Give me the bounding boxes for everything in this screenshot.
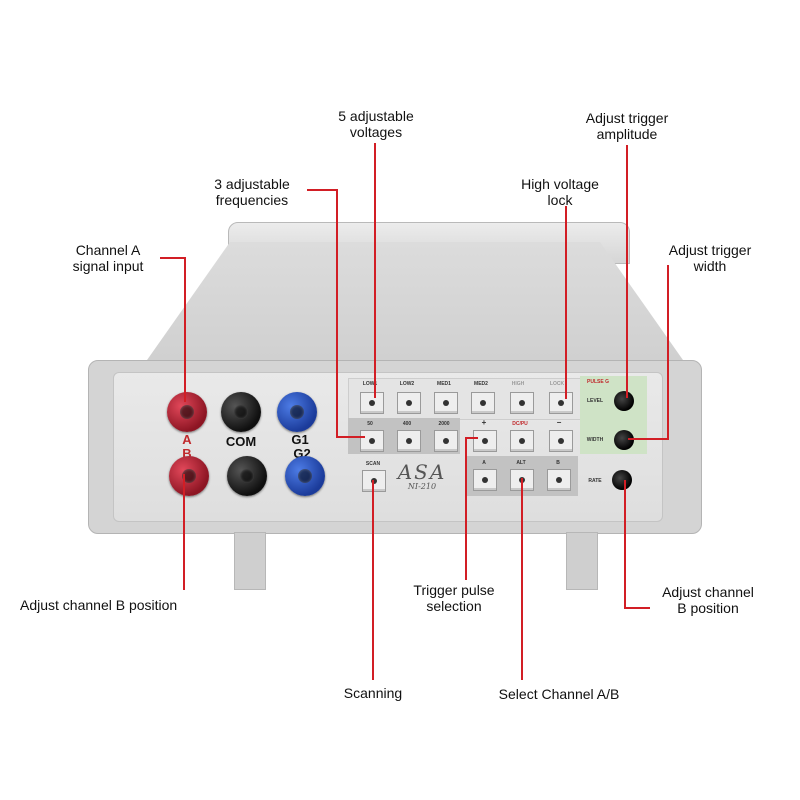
callout-scanning: Scanning — [323, 685, 423, 701]
pulse-knob-panel — [580, 376, 647, 454]
voltage-button-low2[interactable] — [397, 392, 421, 414]
callout-scanning-text: Scanning — [343, 685, 403, 701]
knob-label-width: WIDTH — [586, 437, 604, 443]
voltage-label-med2: MED2 — [474, 381, 488, 387]
terminal-a-label: A — [182, 432, 192, 447]
pulse-button-dcpu[interactable] — [510, 430, 534, 452]
device-leg-left — [234, 532, 266, 590]
rate-knob[interactable] — [612, 470, 632, 490]
channel-button-b[interactable] — [547, 469, 571, 491]
pulse-button-minus[interactable] — [549, 430, 573, 452]
callout-channel-b-left: Adjust channel B position — [20, 597, 230, 613]
callout-select-ab: Select Channel A/B — [476, 686, 642, 702]
pulse-label-minus: − — [556, 418, 562, 427]
line-channel-b-right — [624, 480, 650, 609]
brand-logo: ASA NI-210 — [392, 462, 452, 491]
voltage-label-low1: LOW1 — [362, 381, 378, 387]
brand-name: ASA — [397, 460, 447, 484]
pulse-label-dcpu: DC/PU — [512, 421, 528, 427]
frequency-label-400: 400 — [402, 421, 412, 427]
frequency-label-50: 50 — [367, 421, 373, 427]
voltage-label-low2: LOW2 — [399, 381, 415, 387]
channel-label-a: A — [482, 460, 486, 466]
terminal-b-label: B — [182, 446, 192, 461]
frequency-label-2000: 2000 — [438, 421, 450, 427]
line-frequencies — [307, 189, 365, 438]
voltage-label-med1: MED1 — [437, 381, 451, 387]
voltage-button-med2[interactable] — [471, 392, 495, 414]
frequency-button-50[interactable] — [360, 430, 384, 452]
terminal-g2-blue[interactable] — [285, 456, 325, 496]
terminal-com-label: COM — [225, 434, 257, 449]
pulse-label-plus: + — [481, 418, 487, 427]
voltage-button-high[interactable] — [510, 392, 534, 414]
width-knob[interactable] — [614, 430, 634, 450]
level-knob[interactable] — [614, 391, 634, 411]
voltage-button-med1[interactable] — [434, 392, 458, 414]
line-width — [628, 265, 669, 440]
frequency-button-2000[interactable] — [434, 430, 458, 452]
terminal-g1-label: G1 — [291, 432, 309, 447]
channel-label-alt: ALT — [516, 460, 526, 466]
scan-label: SCAN — [365, 461, 381, 467]
device-leg-right — [566, 532, 598, 590]
device-upper-body — [140, 242, 690, 370]
terminal-com-black-bottom[interactable] — [227, 456, 267, 496]
voltage-strip — [348, 378, 582, 420]
voltage-label-lock: LOCK — [549, 381, 565, 387]
channel-label-b: B — [556, 460, 560, 466]
knob-label-level: LEVEL — [586, 398, 604, 404]
pulse-button-plus[interactable] — [473, 430, 497, 452]
terminal-com-black-top[interactable] — [221, 392, 261, 432]
terminal-g1-blue[interactable] — [277, 392, 317, 432]
frequency-button-400[interactable] — [397, 430, 421, 452]
channel-button-a[interactable] — [473, 469, 497, 491]
voltage-button-low1[interactable] — [360, 392, 384, 414]
knob-label-rate: RATE — [588, 478, 602, 484]
pulse-header-label: PULSE G — [587, 379, 609, 385]
voltage-label-high: HIGH — [511, 381, 525, 387]
model-number: NI-210 — [407, 482, 437, 491]
line-channel-a — [160, 257, 186, 402]
callout-channel-b-left-text: Adjust channel B position — [20, 597, 178, 613]
callout-select-ab-text: Select Channel A/B — [498, 686, 620, 702]
terminal-b-red[interactable] — [169, 456, 209, 496]
line-pulse — [465, 437, 478, 580]
terminal-a-red[interactable] — [167, 392, 207, 432]
